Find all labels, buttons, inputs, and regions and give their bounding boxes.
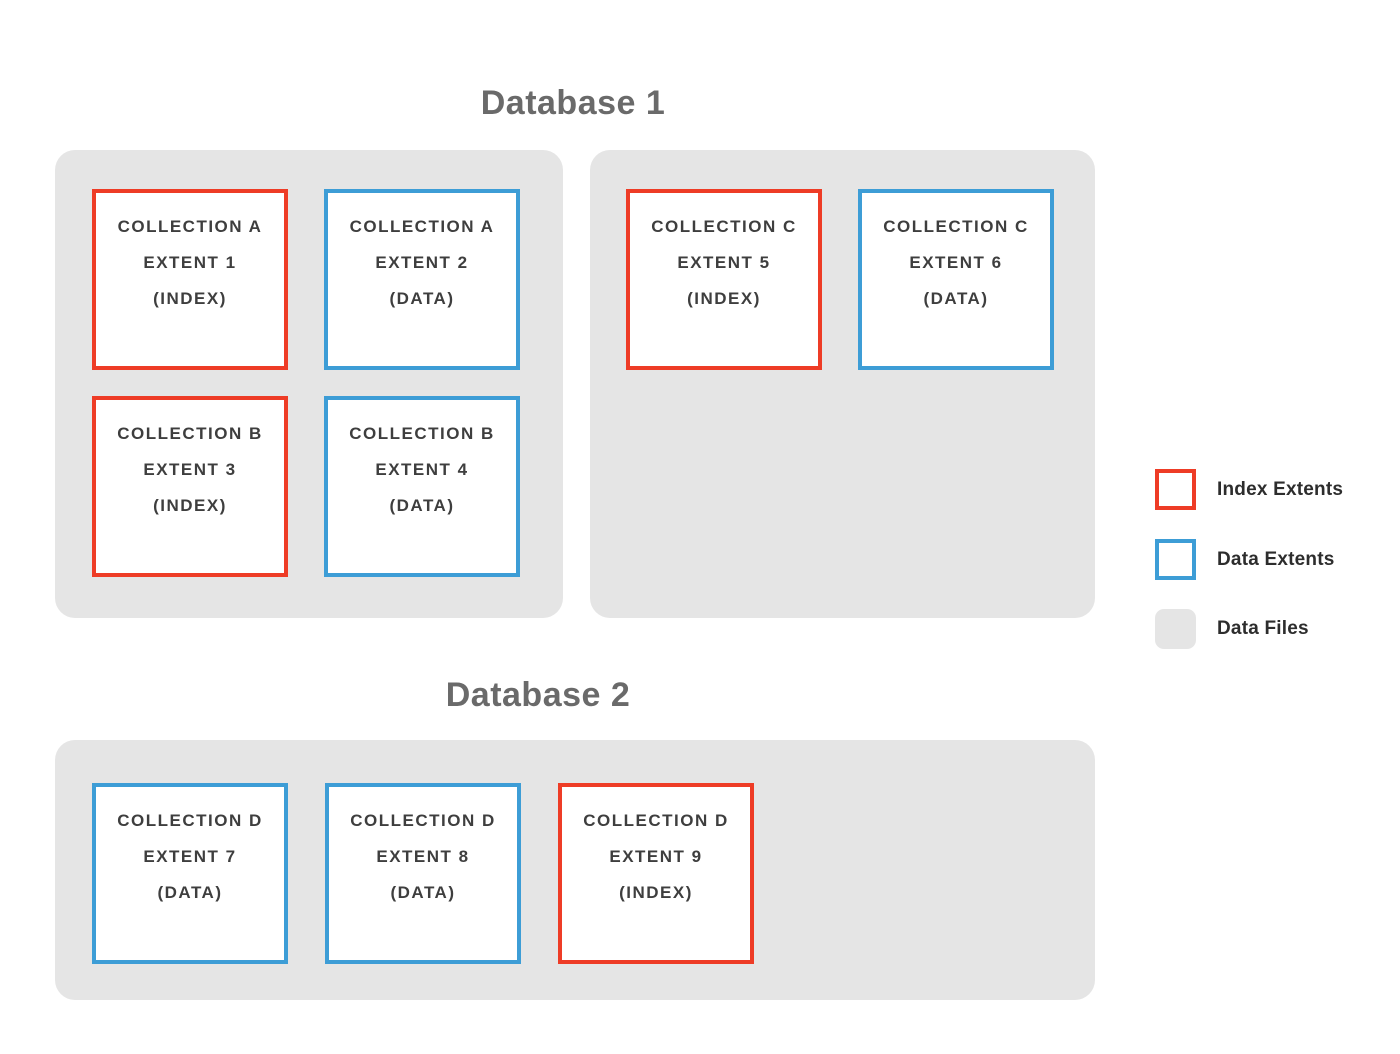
data-file-panel-1: COLLECTION A EXTENT 1 (INDEX) COLLECTION… [55,150,563,618]
extent-box-b4-data: COLLECTION B EXTENT 4 (DATA) [324,396,520,577]
extent-collection-label: COLLECTION D [583,811,729,830]
extent-box-a1-index: COLLECTION A EXTENT 1 (INDEX) [92,189,288,370]
legend-item-data-files: Data Files [1155,609,1343,649]
extent-collection-label: COLLECTION B [117,424,263,443]
extent-number-label: EXTENT 5 [677,253,771,272]
extent-type-label: (DATA) [389,496,455,515]
extent-collection-label: COLLECTION D [350,811,496,830]
extent-box-d7-data: COLLECTION D EXTENT 7 (DATA) [92,783,288,964]
legend-label-data-extents: Data Extents [1217,548,1335,570]
legend-label-data-files: Data Files [1217,618,1309,639]
extent-number-label: EXTENT 1 [143,253,237,272]
extent-box-d8-data: COLLECTION D EXTENT 8 (DATA) [325,783,521,964]
extent-box-c6-data: COLLECTION C EXTENT 6 (DATA) [858,189,1054,370]
extent-number-label: EXTENT 6 [909,253,1003,272]
legend: Index Extents Data Extents Data Files [1155,469,1343,678]
extent-type-label: (DATA) [390,883,456,902]
data-extent-swatch-icon [1155,539,1196,580]
extent-type-label: (DATA) [923,289,989,308]
legend-label-index-extents: Index Extents [1217,478,1344,500]
database-1-title: Database 1 [480,84,666,122]
data-file-swatch-icon [1155,609,1196,649]
data-file-panel-2: COLLECTION C EXTENT 5 (INDEX) COLLECTION… [590,150,1095,618]
extent-number-label: EXTENT 3 [143,460,237,479]
extent-number-label: EXTENT 8 [376,847,470,866]
extent-collection-label: COLLECTION A [349,217,495,236]
extent-number-label: EXTENT 7 [143,847,237,866]
index-extent-swatch-icon [1155,469,1196,510]
extent-box-c5-index: COLLECTION C EXTENT 5 (INDEX) [626,189,822,370]
extent-type-label: (DATA) [157,883,223,902]
legend-item-index-extents: Index Extents [1155,469,1343,510]
extent-collection-label: COLLECTION A [117,217,263,236]
extent-collection-label: COLLECTION C [883,217,1029,236]
extent-type-label: (INDEX) [153,289,227,308]
extent-number-label: EXTENT 2 [375,253,469,272]
extent-type-label: (INDEX) [153,496,227,515]
extent-box-b3-index: COLLECTION B EXTENT 3 (INDEX) [92,396,288,577]
data-file-panel-3: COLLECTION D EXTENT 7 (DATA) COLLECTION … [55,740,1095,1000]
extent-number-label: EXTENT 4 [375,460,469,479]
extent-collection-label: COLLECTION B [349,424,495,443]
extent-type-label: (INDEX) [619,883,693,902]
database-2-title: Database 2 [445,676,631,714]
extent-type-label: (DATA) [389,289,455,308]
extent-box-a2-data: COLLECTION A EXTENT 2 (DATA) [324,189,520,370]
extent-number-label: EXTENT 9 [609,847,703,866]
extent-type-label: (INDEX) [687,289,761,308]
extent-collection-label: COLLECTION D [117,811,263,830]
legend-item-data-extents: Data Extents [1155,539,1343,580]
extent-box-d9-index: COLLECTION D EXTENT 9 (INDEX) [558,783,754,964]
extent-collection-label: COLLECTION C [651,217,797,236]
